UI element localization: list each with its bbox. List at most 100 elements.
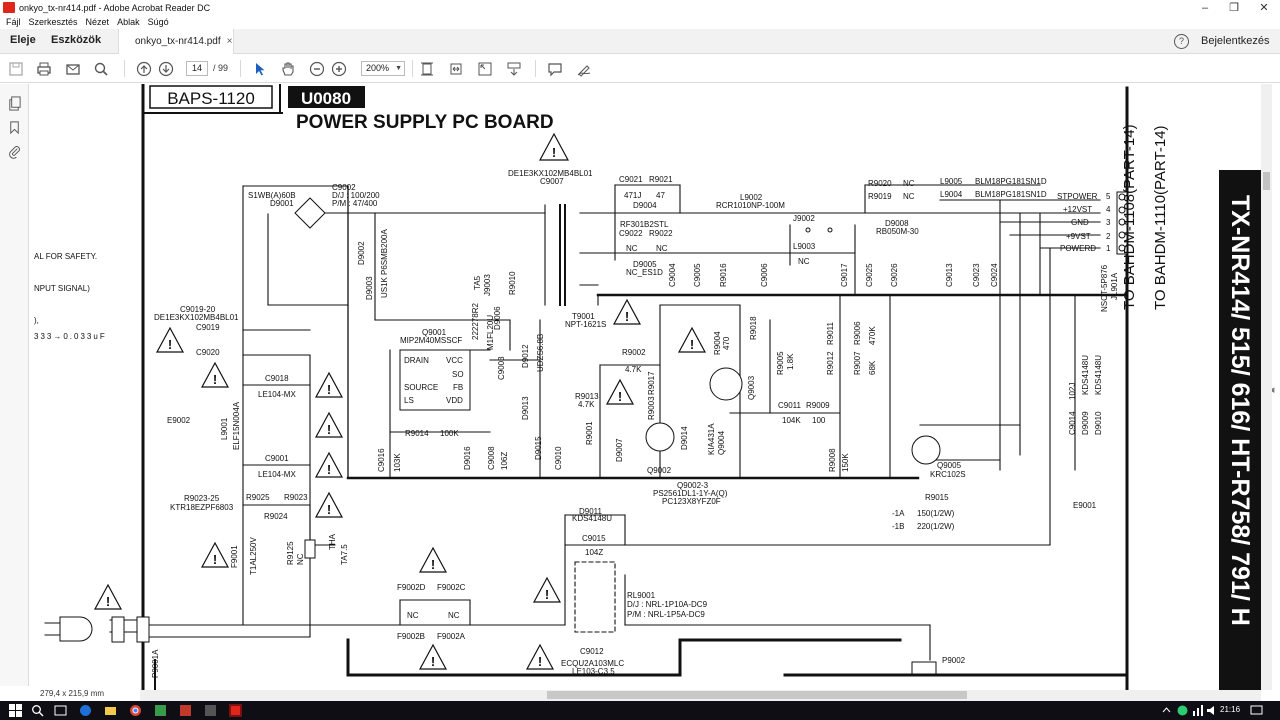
chrome-icon[interactable] xyxy=(129,704,142,717)
notifications-icon[interactable] xyxy=(1250,704,1263,717)
zoom-in-icon[interactable] xyxy=(330,60,348,77)
side-title-bar xyxy=(1219,170,1261,690)
taskbar-clock: 21:16 xyxy=(1220,705,1241,714)
menu-help[interactable]: Súgó xyxy=(147,17,169,27)
zoom-level-select[interactable]: 200%▼ xyxy=(361,61,405,76)
svg-text:100K: 100K xyxy=(440,429,459,438)
svg-text:D9008: D9008 xyxy=(885,219,909,228)
svg-text:Q9005: Q9005 xyxy=(937,461,962,470)
volume-icon[interactable] xyxy=(1206,704,1219,717)
comment-icon[interactable] xyxy=(546,60,564,77)
save-icon[interactable] xyxy=(7,60,25,77)
minimize-button[interactable]: – xyxy=(1201,1,1209,14)
svg-text:!: ! xyxy=(106,594,110,609)
svg-text:KTR18EZPF6803: KTR18EZPF6803 xyxy=(170,503,234,512)
svg-text:Q9002-3: Q9002-3 xyxy=(677,481,709,490)
zoom-level-value: 200% xyxy=(366,63,390,73)
svg-text:C9007: C9007 xyxy=(540,177,564,186)
scroll-mode-icon[interactable] xyxy=(505,60,523,77)
app-icon[interactable] xyxy=(204,704,217,717)
fit-page-icon[interactable] xyxy=(418,60,436,77)
svg-text:104Z: 104Z xyxy=(585,548,603,557)
svg-text:104K: 104K xyxy=(782,416,801,425)
sign-icon[interactable] xyxy=(575,60,593,77)
attachment-icon[interactable] xyxy=(7,144,22,159)
tab-document[interactable]: onkyo_tx-nr414.pdf × xyxy=(118,29,234,54)
svg-text:JL901A: JL901A xyxy=(1110,272,1119,300)
svg-text:!: ! xyxy=(431,654,435,669)
app-icon[interactable] xyxy=(179,704,192,717)
vertical-scroll-thumb[interactable] xyxy=(1263,172,1270,190)
select-arrow-icon[interactable] xyxy=(251,60,269,77)
windows-start-icon[interactable] xyxy=(9,704,22,717)
edge-icon[interactable] xyxy=(79,704,92,717)
svg-text:L9003: L9003 xyxy=(793,242,816,251)
file-explorer-icon[interactable] xyxy=(104,704,117,717)
svg-text:C9023: C9023 xyxy=(972,263,981,287)
svg-text:DE1E3KX102MB4BL01: DE1E3KX102MB4BL01 xyxy=(154,313,239,322)
app-icon[interactable] xyxy=(154,704,167,717)
bookmark-icon[interactable] xyxy=(7,120,22,135)
page-number-input[interactable]: 14 xyxy=(186,61,208,76)
page-thumbnails-icon[interactable] xyxy=(7,96,22,111)
svg-text:D9010: D9010 xyxy=(1094,411,1103,435)
model-box-frame xyxy=(149,85,273,109)
svg-text:R9007: R9007 xyxy=(853,351,862,375)
window-title: onkyo_tx-nr414.pdf - Adobe Acrobat Reade… xyxy=(19,2,211,13)
svg-text:R9002: R9002 xyxy=(622,348,646,357)
tab-tools[interactable]: Eszközök xyxy=(51,34,102,46)
svg-text:222278R2: 222278R2 xyxy=(471,303,480,340)
horizontal-scrollbar[interactable] xyxy=(29,690,1261,701)
full-screen-icon[interactable] xyxy=(476,60,494,77)
svg-text:R9024: R9024 xyxy=(264,512,288,521)
svg-text:100: 100 xyxy=(812,416,826,425)
svg-text:D9011: D9011 xyxy=(579,507,603,516)
svg-text:R9013: R9013 xyxy=(575,392,599,401)
search-icon[interactable] xyxy=(31,704,44,717)
svg-text:T1AL250V: T1AL250V xyxy=(249,537,258,575)
svg-text:C9012: C9012 xyxy=(580,647,604,656)
search-icon[interactable] xyxy=(92,60,110,77)
svg-text:C9014: C9014 xyxy=(1068,411,1077,435)
toolbar: 14 / 99 200%▼ xyxy=(0,54,1280,83)
horizontal-scroll-thumb[interactable] xyxy=(547,691,967,699)
network-icon[interactable] xyxy=(1192,704,1205,717)
tab-home[interactable]: Eleje xyxy=(10,34,36,46)
tray-arrow-icon[interactable] xyxy=(1160,704,1173,717)
hand-icon[interactable] xyxy=(279,60,297,77)
svg-text:D9007: D9007 xyxy=(615,438,624,462)
close-tab-icon[interactable]: × xyxy=(226,36,233,47)
tray-app-icon[interactable] xyxy=(1176,704,1189,717)
close-window-button[interactable]: ✕ xyxy=(1259,2,1269,14)
left-note-4: 333→0.033uF xyxy=(34,332,107,341)
page-up-icon[interactable] xyxy=(135,60,153,77)
svg-text:C9005: C9005 xyxy=(693,263,702,287)
svg-text:150K: 150K xyxy=(841,453,850,472)
svg-text:C9013: C9013 xyxy=(945,263,954,287)
task-view-icon[interactable] xyxy=(54,704,67,717)
svg-text:C9018: C9018 xyxy=(265,374,289,383)
svg-text:!: ! xyxy=(327,502,331,517)
svg-text:4.7K: 4.7K xyxy=(625,365,642,374)
acrobat-taskbar-icon[interactable] xyxy=(229,704,242,717)
sign-in-link[interactable]: Bejelentkezés xyxy=(1201,35,1270,47)
help-icon[interactable]: ? xyxy=(1174,34,1189,49)
fit-width-icon[interactable] xyxy=(447,60,465,77)
vertical-scrollbar[interactable] xyxy=(1261,84,1272,690)
menu-edit[interactable]: Szerkesztés xyxy=(28,17,78,27)
toolbar-separator xyxy=(124,60,125,77)
menu-view[interactable]: Nézet xyxy=(85,17,110,27)
svg-text:220(1/2W): 220(1/2W) xyxy=(917,522,955,531)
page-down-icon[interactable] xyxy=(157,60,175,77)
document-view[interactable]: !!! !!! !!! !!! !!! ! BAPS-1120 U0080 PO… xyxy=(29,84,1261,690)
svg-text:GND: GND xyxy=(1071,218,1089,227)
print-icon[interactable] xyxy=(35,60,53,77)
zoom-out-icon[interactable] xyxy=(308,60,326,77)
restore-button[interactable]: ❐ xyxy=(1229,2,1239,14)
menu-window[interactable]: Ablak xyxy=(117,17,140,27)
svg-text:1: 1 xyxy=(1106,244,1111,253)
svg-text:C9008: C9008 xyxy=(487,446,496,470)
menu-file[interactable]: Fájl xyxy=(6,17,21,27)
email-icon[interactable] xyxy=(64,60,82,77)
svg-text:STPOWER: STPOWER xyxy=(1057,192,1098,201)
